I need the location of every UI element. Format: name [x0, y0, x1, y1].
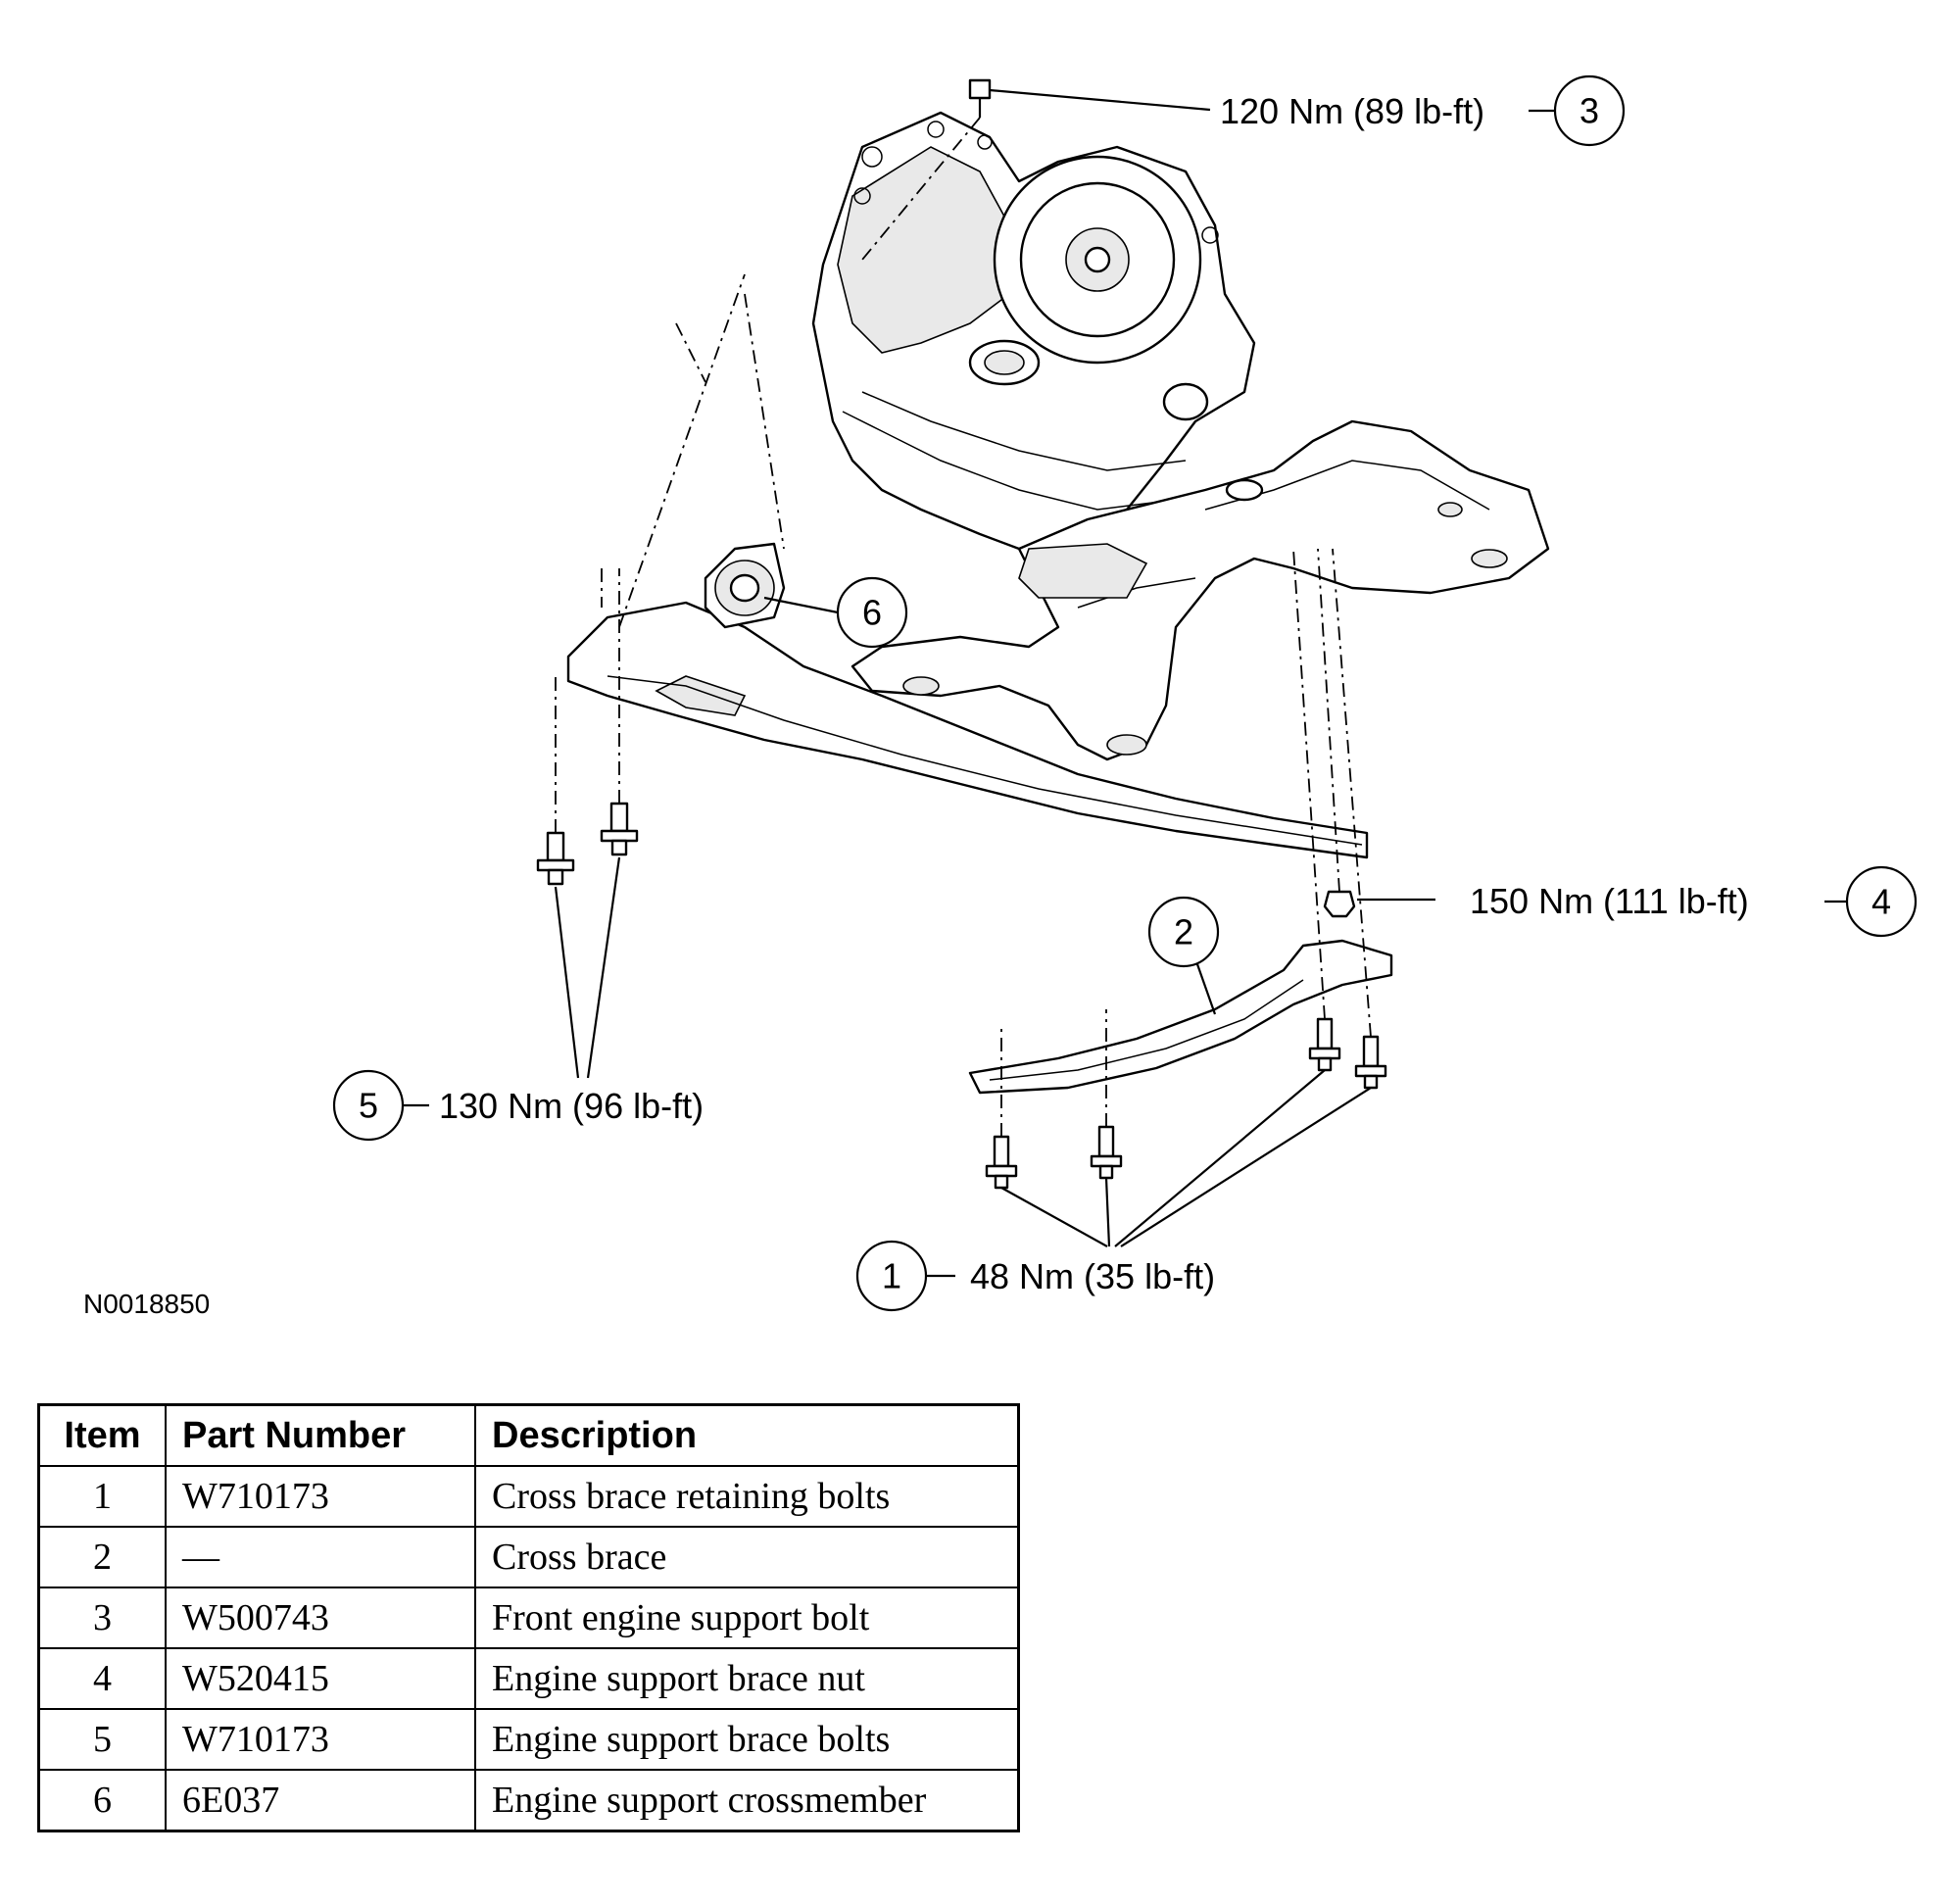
cell-description: Engine support brace nut	[474, 1647, 1020, 1710]
table-row: 4 W520415 Engine support brace nut	[37, 1647, 1020, 1710]
callout-number: 3	[1580, 91, 1599, 131]
cell-description: Engine support crossmember	[474, 1769, 1020, 1832]
cell-part-number: W520415	[165, 1647, 476, 1710]
cell-description: Front engine support bolt	[474, 1587, 1020, 1649]
cross-brace-illustration	[968, 939, 1393, 1095]
torque-label: 150 Nm (111 lb-ft)	[1470, 881, 1749, 921]
cell-item: 2	[37, 1526, 167, 1588]
cell-item: 4	[37, 1647, 167, 1710]
table-header-row: Item Part Number Description	[37, 1403, 1020, 1467]
transaxle-illustration	[811, 111, 1256, 551]
callout-number: 4	[1871, 882, 1891, 922]
callout-4: 150 Nm (111 lb-ft) 4	[1357, 865, 1918, 938]
alignment-lines	[555, 117, 1372, 1137]
cell-part-number: W500743	[165, 1587, 476, 1649]
column-header-item: Item	[37, 1403, 167, 1467]
callout-number: 2	[1174, 912, 1193, 952]
torque-label: 120 Nm (89 lb-ft)	[1220, 91, 1484, 131]
torque-label: 48 Nm (35 lb-ft)	[970, 1256, 1215, 1296]
callout-number: 1	[882, 1256, 901, 1296]
column-header-description: Description	[474, 1403, 1020, 1467]
table-row: 2 — Cross brace	[37, 1526, 1020, 1588]
cell-item: 6	[37, 1769, 167, 1832]
bolt-icon	[600, 802, 639, 856]
cell-item: 1	[37, 1465, 167, 1528]
cell-item: 5	[37, 1708, 167, 1771]
callout-2: 2	[1147, 896, 1220, 1015]
cell-description: Engine support brace bolts	[474, 1708, 1020, 1771]
nut-icon	[1323, 890, 1356, 918]
callout-number: 6	[862, 593, 882, 633]
engine-support-brace-illustration	[566, 542, 1369, 859]
bolt-icons	[536, 78, 1387, 1190]
callout-3: 120 Nm (89 lb-ft) 3	[989, 74, 1626, 147]
callout-number: 5	[359, 1086, 378, 1126]
figure-id: N0018850	[83, 1289, 210, 1319]
bolt-icon	[536, 831, 575, 886]
callout-1: 1 48 Nm (35 lb-ft)	[855, 1069, 1372, 1312]
callout-6: 6	[763, 576, 908, 649]
cell-description: Cross brace retaining bolts	[474, 1465, 1020, 1528]
bolt-icon	[1090, 1125, 1123, 1180]
table-row: 6 6E037 Engine support crossmember	[37, 1769, 1020, 1832]
exploded-view-diagram: 120 Nm (89 lb-ft) 3 6 150 Nm (111 lb-ft)…	[83, 74, 1918, 1319]
callout-5: 5 130 Nm (96 lb-ft)	[332, 856, 704, 1142]
bolt-icon	[968, 78, 992, 118]
torque-label: 130 Nm (96 lb-ft)	[439, 1086, 704, 1126]
table-row: 1 W710173 Cross brace retaining bolts	[37, 1465, 1020, 1528]
cell-item: 3	[37, 1587, 167, 1649]
bolt-icon	[985, 1135, 1018, 1190]
parts-table: Item Part Number Description 1 W710173 C…	[37, 1403, 1020, 1832]
subframe-illustration	[850, 419, 1550, 761]
cell-part-number: —	[165, 1526, 476, 1588]
bolt-icon	[1308, 1017, 1341, 1072]
table-row: 5 W710173 Engine support brace bolts	[37, 1708, 1020, 1771]
bolt-icon	[1354, 1035, 1387, 1090]
column-header-part-number: Part Number	[165, 1403, 476, 1467]
cell-part-number: W710173	[165, 1465, 476, 1528]
table-row: 3 W500743 Front engine support bolt	[37, 1587, 1020, 1649]
cell-part-number: W710173	[165, 1708, 476, 1771]
cell-part-number: 6E037	[165, 1769, 476, 1832]
cell-description: Cross brace	[474, 1526, 1020, 1588]
